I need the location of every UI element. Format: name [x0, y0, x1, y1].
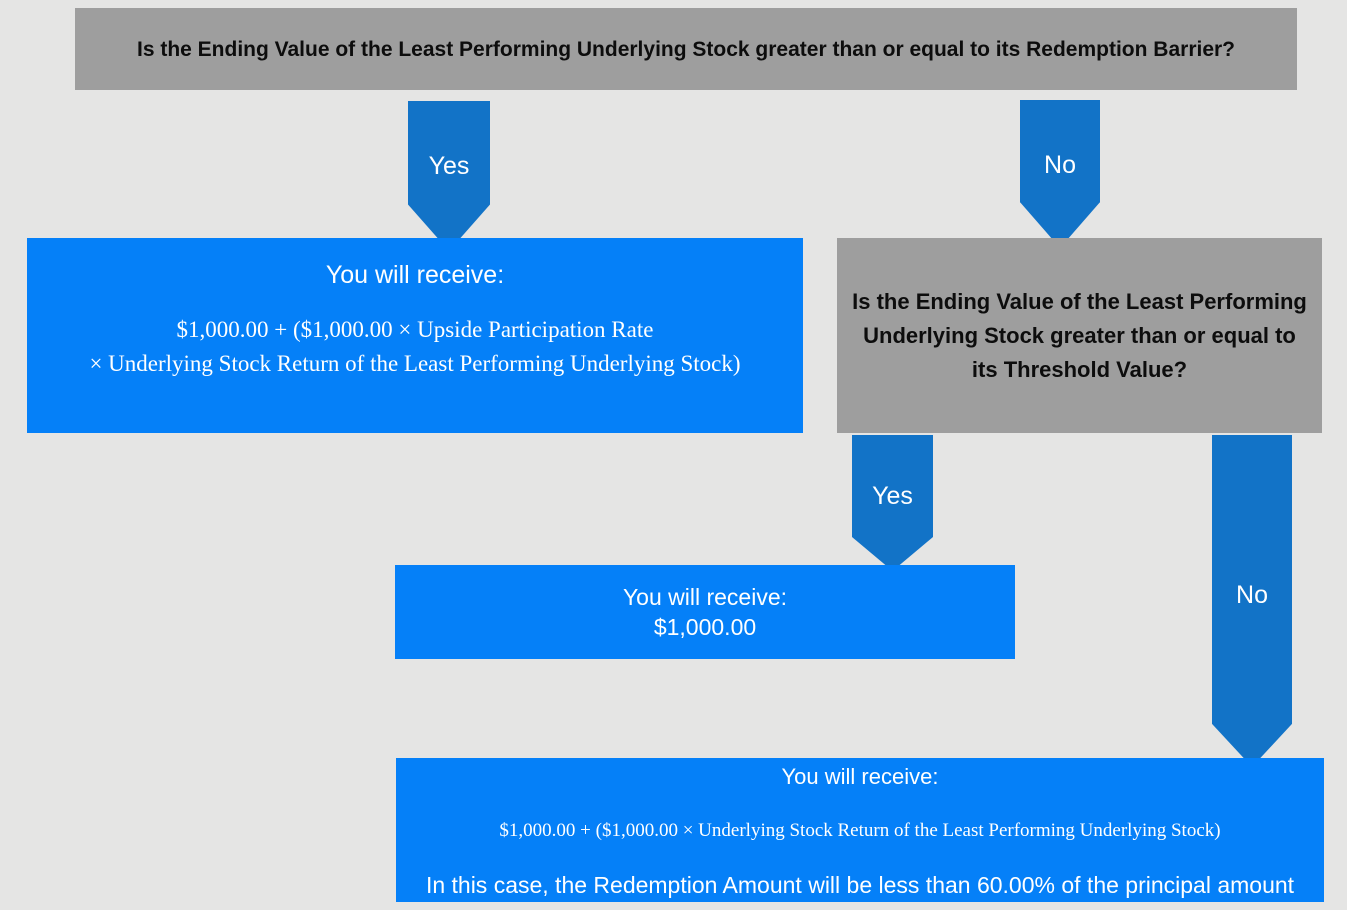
- downside-outcome-formula: $1,000.00 + ($1,000.00 × Underlying Stoc…: [499, 819, 1221, 841]
- upside-formula-line-2: × Underlying Stock Return of the Least P…: [89, 351, 741, 376]
- downside-outcome-heading: You will receive:: [781, 764, 939, 789]
- root-no-label: No: [1044, 151, 1076, 179]
- root-yes-label: Yes: [428, 152, 470, 180]
- threshold-yes-arrow: Yes: [852, 435, 933, 571]
- downside-outcome-note: In this case, the Redemption Amount will…: [425, 872, 1295, 898]
- threshold-no-label: No: [1236, 580, 1268, 609]
- redemption-barrier-question-text: Is the Ending Value of the Least Perform…: [136, 37, 1236, 61]
- threshold-value-question-text: Is the Ending Value of the Least Perform…: [852, 288, 1307, 382]
- downside-outcome-box: You will receive: $1,000.00 + ($1,000.00…: [396, 758, 1324, 902]
- threshold-value-question-box: Is the Ending Value of the Least Perform…: [837, 238, 1322, 433]
- threshold-yes-label: Yes: [872, 482, 913, 510]
- root-yes-arrow: Yes: [408, 101, 490, 251]
- par-outcome-amount: $1,000.00: [653, 614, 757, 640]
- threshold-no-arrow: No: [1212, 435, 1292, 767]
- redemption-barrier-question-box: Is the Ending Value of the Least Perform…: [75, 8, 1297, 90]
- upside-outcome-heading: You will receive:: [325, 261, 505, 289]
- upside-outcome-formula: $1,000.00 + ($1,000.00 × Upside Particip…: [89, 313, 740, 381]
- root-no-arrow: No: [1020, 100, 1100, 248]
- par-outcome-box: You will receive: $1,000.00: [395, 565, 1015, 659]
- upside-formula-line-1: $1,000.00 + ($1,000.00 × Upside Particip…: [176, 317, 654, 342]
- par-outcome-heading: You will receive:: [622, 584, 788, 610]
- upside-outcome-box: You will receive: $1,000.00 + ($1,000.00…: [27, 238, 803, 433]
